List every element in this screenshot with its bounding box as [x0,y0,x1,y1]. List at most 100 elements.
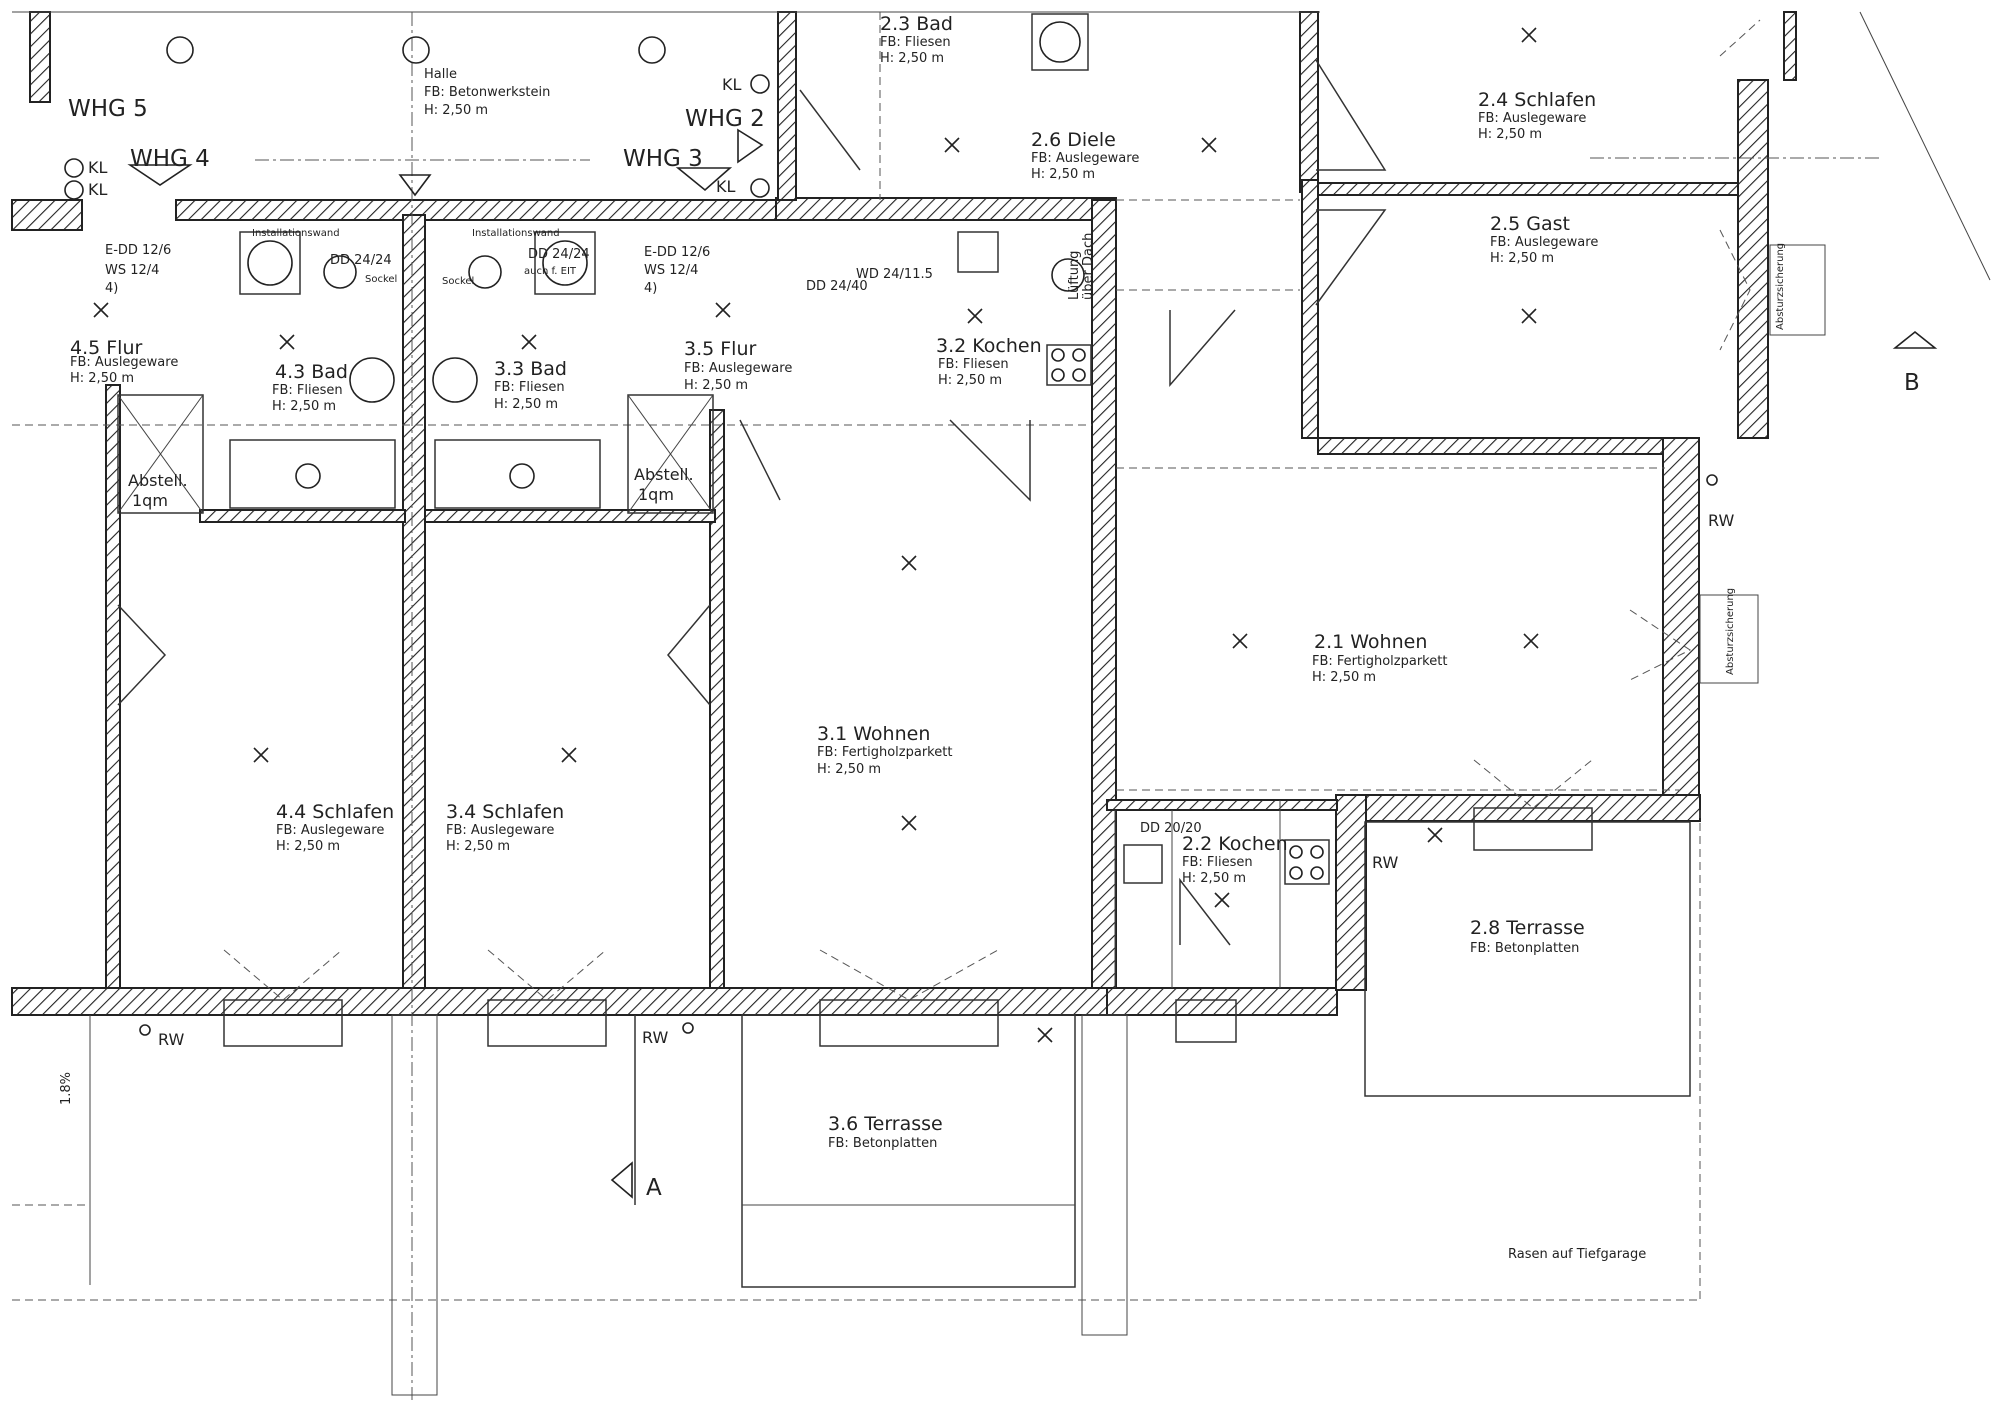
room-name: Halle [424,67,457,82]
room-2-1: 2.1 Wohnen FB: Fertigholzparkett H: 2,50… [1312,631,1447,685]
room-name: 3.3 Bad [494,358,567,380]
storage-labels: Abstell. 1qm Abstell. 1qm [128,465,694,510]
lawn-note: Rasen auf Tiefgarage [1508,1247,1646,1262]
apartment-label-whg5: WHG 5 [68,96,148,122]
room-floor: FB: Auslegeware [70,355,178,370]
opening-note: DD 20/20 [1140,821,1202,836]
opening-note: auch f. EIT [524,266,577,277]
label-rw: RW [642,1028,668,1047]
room-floor: FB: Fliesen [1182,855,1253,870]
room-name: 3.4 Schlafen [446,801,564,823]
room-3-5: 3.5 Flur FB: Auslegeware H: 2,50 m [684,338,792,393]
room-height: H: 2,50 m [1312,670,1376,685]
room-height: H: 2,50 m [446,839,510,854]
room-3-4: 3.4 Schlafen FB: Auslegeware H: 2,50 m [446,801,564,854]
room-halle: Halle FB: Betonwerkstein H: 2,50 m [424,67,550,118]
apartment-label-whg2: WHG 2 [685,106,765,132]
storage-size: 1qm [132,491,168,510]
room-2-3: 2.3 Bad FB: Fliesen H: 2,50 m [880,13,953,66]
room-floor: FB: Auslegeware [1478,111,1586,126]
room-name: 3.1 Wohnen [817,723,930,745]
room-2-5: 2.5 Gast FB: Auslegeware H: 2,50 m [1490,213,1598,266]
room-floor: FB: Fliesen [494,380,565,395]
room-2-2: 2.2 Kochen FB: Fliesen H: 2,50 m [1182,833,1288,886]
label-rw: RW [158,1030,184,1049]
storage-label: Abstell. [634,465,694,484]
apartment-labels: WHG 5 WHG 4 WHG 3 WHG 2 [68,96,765,172]
room-floor: FB: Betonplatten [828,1136,937,1151]
opening-note: WD 24/11.5 [856,267,933,282]
opening-note: 4) [644,281,657,296]
room-name: 2.4 Schlafen [1478,89,1596,111]
opening-note: WS 12/4 [644,263,698,278]
slope-label: 1.8% [59,1072,74,1105]
label-kl: KL [722,75,741,94]
socket-note: Sockel [442,276,474,287]
room-3-3: 3.3 Bad FB: Fliesen H: 2,50 m [494,358,567,412]
ventilation-note-roof: über Dach [1081,233,1096,300]
room-4-4: 4.4 Schlafen FB: Auslegeware H: 2,50 m [276,801,394,854]
walls [11,11,1797,1016]
section-marker-b: B [1904,370,1920,396]
room-height: H: 2,50 m [880,51,944,66]
room-height: H: 2,50 m [70,371,134,386]
room-name: 2.3 Bad [880,13,953,35]
room-name: 2.5 Gast [1490,213,1570,235]
room-3-2: 3.2 Kochen FB: Fliesen H: 2,50 m [936,335,1042,388]
room-4-3: 4.3 Bad FB: Fliesen H: 2,50 m [272,361,348,414]
section-marker-a: A [646,1175,662,1201]
room-name: 2.6 Diele [1031,129,1116,151]
room-floor: FB: Auslegeware [276,823,384,838]
room-floor: FB: Auslegeware [1490,235,1598,250]
installation-wall-note: Installationswand [472,228,560,239]
room-height: H: 2,50 m [276,839,340,854]
storage-size: 1qm [638,485,674,504]
room-name: 3.2 Kochen [936,335,1042,357]
room-floor: FB: Fliesen [880,35,951,50]
room-height: H: 2,50 m [1490,251,1554,266]
room-name: 3.6 Terrasse [828,1113,943,1135]
room-name: 2.1 Wohnen [1314,631,1427,653]
room-name: 2.2 Kochen [1182,833,1288,855]
room-name: 4.3 Bad [275,361,348,383]
room-floor: FB: Fertigholzparkett [1312,654,1447,669]
opening-note: E-DD 12/6 [644,245,710,260]
room-height: H: 2,50 m [1182,871,1246,886]
room-2-8: 2.8 Terrasse FB: Betonplatten [1470,917,1585,956]
ventilation-note: Lüftung [1067,251,1082,300]
room-height: H: 2,50 m [494,397,558,412]
room-height: H: 2,50 m [817,762,881,777]
room-2-6: 2.6 Diele FB: Auslegeware H: 2,50 m [1031,129,1139,182]
socket-note: Sockel [365,274,397,285]
room-name: 3.5 Flur [684,338,757,360]
apartment-label-whg3: WHG 3 [623,146,703,172]
room-name: 4.4 Schlafen [276,801,394,823]
opening-note: DD 24/24 [330,253,392,268]
label-rw: RW [1372,853,1398,872]
storage-label: Abstell. [128,471,188,490]
apartment-label-whg4: WHG 4 [130,146,210,172]
installation-wall-note: Installationswand [252,228,340,239]
label-kl: KL [88,180,107,199]
room-height: H: 2,50 m [684,378,748,393]
room-floor: FB: Auslegeware [1031,151,1139,166]
room-name: 2.8 Terrasse [1470,917,1585,939]
opening-note: 4) [105,281,118,296]
label-rw: RW [1708,511,1734,530]
room-height: H: 2,50 m [1031,167,1095,182]
room-floor: FB: Betonplatten [1470,941,1579,956]
room-height: H: 2,50 m [1478,127,1542,142]
label-kl: KL [88,158,107,177]
room-floor: FB: Betonwerkstein [424,85,550,100]
room-floor: FB: Fliesen [272,383,343,398]
room-floor: FB: Auslegeware [684,361,792,376]
fall-protection-note: Absturzsicherung [1725,588,1736,675]
opening-note: DD 24/40 [806,279,868,294]
room-labels: Halle FB: Betonwerkstein H: 2,50 m 2.3 B… [70,13,1598,1151]
room-floor: FB: Auslegeware [446,823,554,838]
room-height: H: 2,50 m [938,373,1002,388]
notes: KL KL KL KL RW RW RW RW B A 1.8% Rasen a… [59,75,1920,1262]
room-3-6: 3.6 Terrasse FB: Betonplatten [828,1113,943,1151]
room-4-5: 4.5 Flur FB: Auslegeware H: 2,50 m [70,337,178,386]
interior-lines [12,11,1991,1400]
